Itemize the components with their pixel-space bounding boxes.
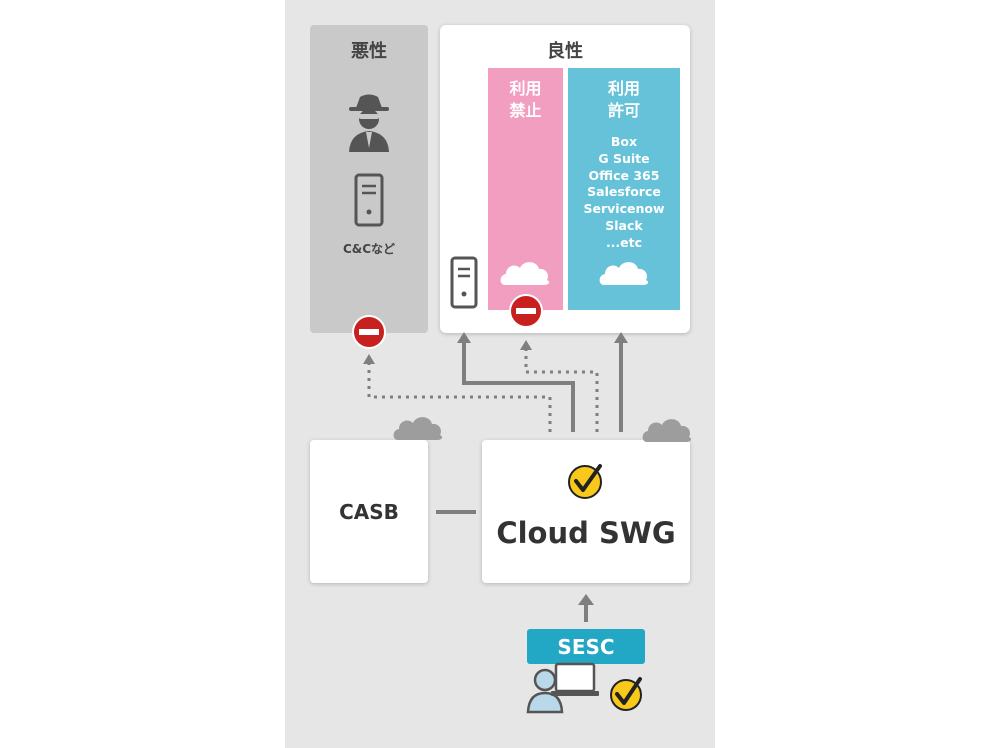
sesc-badge: SESC: [527, 629, 645, 664]
connection-arrows: [363, 332, 628, 622]
check-badge-icon: [610, 677, 642, 711]
cloud-icon: [393, 417, 443, 440]
arrowhead: [578, 594, 594, 605]
prohibited-title-line1: 利用: [509, 79, 542, 98]
laptop-icon: [551, 662, 599, 696]
allowed-path-server: [462, 342, 575, 432]
app-item: Box: [610, 134, 638, 149]
app-item: Slack: [605, 217, 643, 233]
blocked-path-prohibited: [524, 350, 599, 432]
casb-box: CASB: [310, 440, 428, 583]
allowed-title: 利用 許可: [568, 78, 680, 122]
cc-server-label: C&Cなど: [342, 242, 396, 256]
allowed-column: 利用 許可 Box G Suite Office 365 Salesforce …: [568, 68, 680, 310]
server-icon: [450, 256, 478, 309]
allowed-app-list: Box G Suite Office 365 Salesforce Servic…: [568, 134, 680, 252]
app-item: Salesforce: [587, 184, 661, 200]
malicious-panel: 悪性: [310, 25, 428, 333]
block-icon: [509, 294, 543, 328]
allowed-title-line1: 利用: [607, 79, 640, 98]
user-icon: [526, 668, 564, 714]
malicious-heading: 悪性: [351, 41, 387, 62]
sesc-label: SESC: [557, 634, 615, 659]
check-badge-icon: [568, 464, 602, 499]
app-item: Servicenow: [583, 201, 665, 217]
prohibited-title: 利用 禁止: [488, 78, 563, 122]
prohibited-title-line2: 禁止: [509, 101, 542, 120]
block-icon: [352, 315, 386, 349]
spy-icon: [349, 94, 389, 152]
cloud-icon: [642, 419, 692, 442]
app-item: G Suite: [598, 150, 650, 166]
arrowhead: [614, 332, 628, 343]
app-item: Office 365: [588, 167, 660, 183]
cloud-icon: [599, 262, 649, 285]
arrowhead: [363, 354, 375, 364]
server-icon: [354, 173, 384, 227]
blocked-path-malicious: [367, 362, 552, 432]
allowed-title-line2: 許可: [607, 101, 640, 120]
arrowhead: [520, 340, 532, 350]
cloud-swg-label: Cloud SWG: [496, 516, 676, 550]
casb-label: CASB: [339, 499, 399, 524]
cloud-swg-box: Cloud SWG: [482, 440, 690, 583]
benign-heading: 良性: [547, 41, 583, 62]
arrowhead: [457, 332, 471, 343]
cloud-icon: [500, 262, 550, 285]
app-item: ...etc: [605, 234, 643, 250]
